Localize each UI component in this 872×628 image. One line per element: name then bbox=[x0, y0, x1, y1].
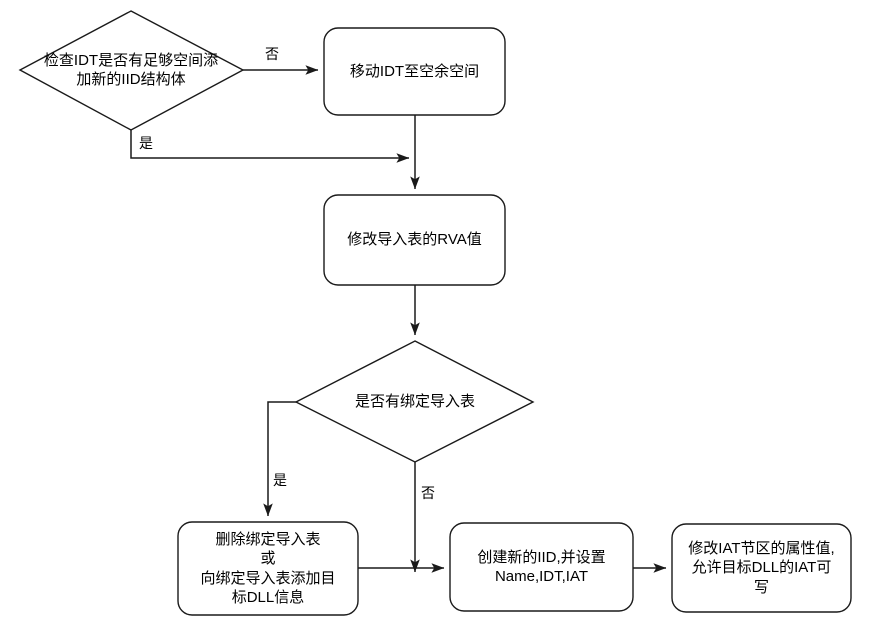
edge-label-check-no: 否 bbox=[265, 46, 279, 62]
node-create-new-iid-shape[interactable] bbox=[449, 522, 634, 612]
node-modify-import-rva-shape[interactable] bbox=[323, 194, 506, 286]
node-has-bound-import-shape[interactable] bbox=[294, 340, 535, 463]
edge-check-yes-line bbox=[130, 130, 410, 163]
node-handle-bound-import-shape[interactable] bbox=[177, 521, 359, 616]
node-move-idt-shape[interactable] bbox=[323, 27, 506, 116]
edge-label-bound-no: 否 bbox=[421, 485, 435, 501]
node-check-idt-space-shape[interactable] bbox=[18, 10, 245, 131]
edge-label-bound-yes: 是 bbox=[273, 472, 287, 488]
edge-label-check-yes: 是 bbox=[139, 135, 153, 151]
node-modify-iat-section-shape[interactable] bbox=[671, 523, 852, 613]
edge-bound-yes-line bbox=[263, 401, 296, 517]
